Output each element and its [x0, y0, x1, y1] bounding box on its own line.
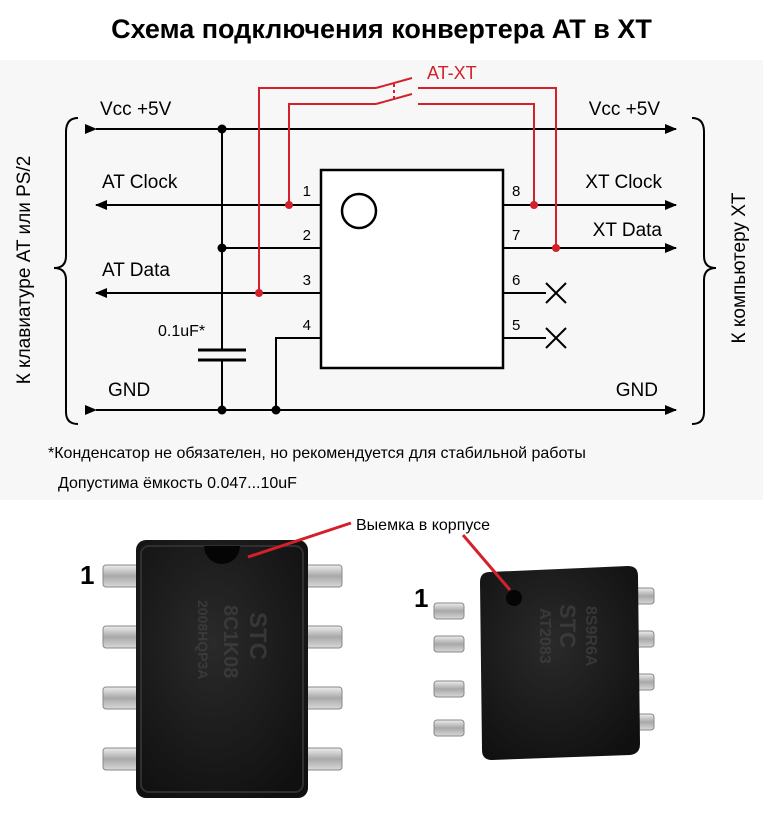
notch-label: Выемка в корпусе	[356, 517, 490, 534]
switch-label: AT-XT	[427, 63, 477, 83]
red-junction-dot	[530, 201, 538, 209]
pin-number-8: 8	[512, 183, 520, 200]
at-clock-label: AT Clock	[102, 172, 178, 193]
xt-data-label: XT Data	[593, 220, 663, 241]
switch-wire-pin3	[258, 87, 376, 293]
footnote-line-1: *Конденсатор не обязателен, но рекоменду…	[48, 445, 586, 462]
pin-number-2: 2	[303, 227, 311, 244]
svg-text:8C1K08: 8C1K08	[219, 605, 241, 678]
ic-pin1-mark	[340, 192, 378, 230]
pin-number-1: 1	[303, 183, 311, 200]
red-junction-dot	[255, 289, 263, 297]
pin6-no-connect-icon	[545, 282, 567, 304]
pin-number-7: 7	[512, 227, 520, 244]
pin-number-4: 4	[303, 317, 311, 334]
gnd-left-label: GND	[108, 380, 150, 401]
capacitor-label: 0.1uF*	[158, 323, 205, 340]
notch-pointer-dip	[247, 521, 352, 559]
svg-text:AT2083: AT2083	[536, 608, 553, 664]
at-data-label: AT Data	[102, 260, 170, 281]
at-xt-switch	[258, 77, 557, 293]
left-group-label: К клавиатуре AT или PS/2	[14, 156, 35, 385]
junction-dot	[217, 243, 227, 253]
junction-dot	[271, 405, 281, 415]
pin5-no-connect-icon	[545, 327, 567, 349]
svg-text:STC: STC	[555, 604, 580, 648]
dip8-pin1-marker: 1	[80, 560, 94, 590]
switch-wire-pin8	[418, 103, 535, 205]
pin-number-3: 3	[303, 272, 311, 289]
page-title: Схема подключения конвертера AT в XT	[111, 14, 652, 44]
footnote-line-2: Допустима ёмкость 0.047...10uF	[58, 475, 297, 492]
red-junction-dot	[285, 201, 293, 209]
junction-dot	[217, 405, 227, 415]
soic8-chip-photo: STC AT2083 8S9R6A	[433, 566, 655, 760]
pin-number-5: 5	[512, 317, 520, 334]
soic8-pin1-marker: 1	[414, 583, 428, 613]
junction-dot	[217, 124, 227, 134]
notch-pointer-soic	[461, 534, 512, 591]
red-junction-dot	[552, 244, 560, 252]
right-group-label: К компьютеру XT	[729, 192, 750, 343]
gnd-right-label: GND	[616, 380, 658, 401]
switch-lever-top	[375, 77, 413, 89]
switch-wire-pin1	[288, 103, 376, 205]
left-brace	[53, 117, 79, 425]
vcc-right-label: Vcc +5V	[589, 99, 661, 120]
pin4-wire	[275, 337, 321, 410]
svg-text:2008HQP3A: 2008HQP3A	[195, 600, 211, 679]
pin-number-6: 6	[512, 272, 520, 289]
xt-clock-label: XT Clock	[585, 172, 662, 193]
ic-body	[319, 168, 505, 370]
svg-text:STC: STC	[244, 612, 271, 660]
switch-wire-pin7	[418, 87, 557, 248]
dip8-chip-photo: STC 8C1K08 2008HQP3A	[102, 540, 343, 798]
vcc-left-label: Vcc +5V	[100, 99, 172, 120]
right-brace	[691, 117, 717, 425]
svg-text:8S9R6A: 8S9R6A	[582, 606, 599, 667]
